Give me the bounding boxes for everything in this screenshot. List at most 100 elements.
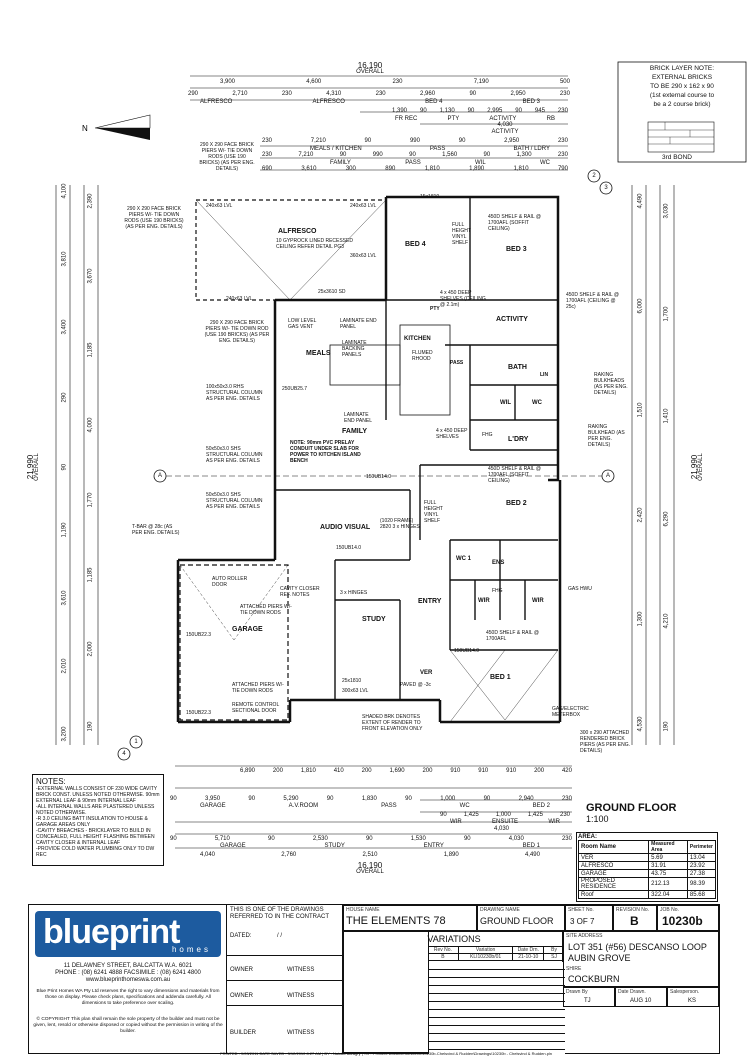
owner-label: OWNER [230, 993, 253, 999]
dim-value: 910 [506, 768, 517, 774]
room-entry: ENTRY [418, 598, 442, 605]
dim-value: 16,190 [357, 61, 383, 70]
note-shaded-render: SHADED BRK DENOTES EXTENT OF RENDER TO F… [362, 714, 423, 732]
dim-label: ALFRESCO [312, 99, 345, 105]
dim-label: WC [539, 160, 550, 166]
dim-value: 90 [419, 108, 427, 114]
dim-value: 290 [188, 91, 199, 97]
bottom-dim-row5-labels: GARAGE STUDY ENTRY BED 1 [220, 843, 540, 850]
note-laminate-end-1: LAMINATE END PANEL [340, 318, 377, 330]
top-dim-row2: 3,900 4,600 230 7,190 500 [190, 79, 570, 86]
note-remote-control: REMOTE CONTROL SECTIONAL DOOR [232, 702, 280, 714]
drawn-value: TJ [584, 998, 591, 1004]
note-frame: (1020 FRAME) 2820 3 x HINGES [380, 518, 420, 530]
dim-value: 230 [262, 152, 273, 158]
note-brick-piers-left: 290 X 290 FACE BRICK PIERS W/- TIE DOWN … [124, 206, 184, 230]
dim-value: 4,030 [508, 836, 524, 842]
top-dim-row4: 1,390 90 1,130 90 2,995 90 945 230 [392, 108, 568, 115]
job-number: 10230b [662, 914, 703, 928]
note-gyprock: 10 GYPROCK LINED RECESSED CEILING REFER … [276, 238, 353, 250]
dim-value: 1,810 [513, 166, 529, 172]
dim-value: 1,810 [424, 166, 440, 172]
room-ldry: L'DRY [508, 436, 529, 443]
salesperson-value: KS [688, 998, 697, 1004]
dated-label: DATED: [230, 933, 252, 939]
note-shelves-3: 450D SHELF & RAIL @ 1700AFL (CEILING @ 2… [566, 292, 619, 310]
bottom-overall-dim: 16,190 OVERALL [340, 862, 400, 876]
logo-panel: blueprint homes 11 DELAWNEY STREET, BALC… [29, 905, 227, 1053]
area-table: Room Name Measured Area Perimeter VER 5.… [577, 840, 717, 899]
dim-value: 3,200 [61, 726, 68, 742]
dim-value: 690 [262, 166, 273, 172]
brick-bond-label: 3rd BOND [662, 154, 692, 161]
dim-value: 21,990 [26, 454, 35, 480]
dim-value: 1,510 [637, 402, 644, 418]
dim-value: 190 [87, 721, 94, 732]
dim-value: 910 [478, 768, 489, 774]
bottom-dim-row2: 90 3,950 90 5,290 90 1,830 90 1,000 90 2… [170, 796, 572, 803]
note-gas-hwu: GAS HWU [568, 586, 592, 592]
area-cell: 212.13 [648, 877, 688, 891]
area-cell: 322.04 [648, 890, 688, 899]
variations-title: VARIATIONS [427, 934, 481, 944]
dim-value: 7,210 [298, 152, 314, 158]
dim-value: 90 [467, 108, 475, 114]
brick-note-line: be a 2 course brick) [653, 101, 711, 108]
dim-value: 990 [409, 138, 420, 144]
dim-label: WIR [450, 819, 462, 825]
dim-value: 990 [372, 152, 383, 158]
lintel-label: 300x63 LVL [342, 688, 369, 694]
right-dims-col: 4,490 6,000 1,510 2,420 1,300 4,530 [636, 193, 646, 731]
dim-value: 4,490 [637, 193, 644, 209]
shire-value: COCKBURN [568, 974, 620, 984]
section-marker-a-right: A [605, 473, 610, 479]
note-shelves-2: 4 x 450 DEEP SHELVES (CEILING @ 2.1m) [440, 290, 486, 308]
brick-note-line: EXTERNAL BRICKS [651, 74, 713, 81]
dim-value: 90 [463, 836, 471, 842]
area-cell: 5.69 [648, 853, 688, 862]
area-cell: 23.92 [686, 861, 717, 870]
variations-header-row: Rev No. Variation Date Drn. By [428, 946, 564, 954]
dim-value: 90 [515, 108, 522, 114]
site-line-2: AUBIN GROVE [568, 953, 631, 963]
dim-value: 2,010 [61, 658, 68, 674]
lintel-label: 150UB14.0 [366, 474, 392, 480]
dim-label: PTY [447, 116, 460, 122]
dim-label: WIR [548, 819, 560, 825]
bottom-dim-row1: 6,890 200 1,810 410 200 1,690 200 910 91… [240, 768, 572, 775]
dim-value: 230 [561, 836, 572, 842]
note-rhs-column: 100x50x3.0 RHS STRUCTURAL COLUMN AS PER … [206, 384, 263, 402]
section-marker-3: 3 [604, 185, 608, 191]
note-meterbox: GAS/ELECTRIC METERBOX [552, 706, 589, 718]
area-title: AREA: [578, 834, 597, 840]
var-header: Rev No. [428, 947, 459, 953]
dim-value: 1,425 [527, 812, 543, 818]
dim-label: GARAGE [200, 803, 226, 809]
dim-value: 4,490 [524, 852, 540, 858]
dim-value: 230 [557, 152, 568, 158]
house-name-cell: HOUSE NAME THE ELEMENTS 78 [343, 905, 477, 931]
date-drawn-value: AUG 10 [630, 998, 652, 1004]
room-bed3: BED 3 [506, 246, 527, 253]
room-activity: ACTIVITY [496, 316, 528, 323]
dim-value: 1,770 [87, 492, 94, 508]
area-cell: GARAGE [577, 869, 650, 878]
house-name-label: HOUSE NAME [346, 907, 380, 913]
witness-label: WITNESS [287, 1030, 315, 1036]
note-shs-column-2: 50x50x3.0 SHS STRUCTURAL COLUMN AS PER E… [206, 492, 263, 510]
notes-item: -ALL INTERNAL WALLS ARE PLASTERED UNLESS… [36, 804, 155, 816]
copyright: © COPYRIGHT This plan shall remain the s… [33, 1017, 223, 1034]
note-full-height-1: FULL HEIGHT VINYL SHELF [452, 222, 471, 246]
dim-value: 90 [170, 796, 177, 802]
notes-item: -EXTERNAL WALLS CONSIST OF 230 WIDE CAVI… [36, 786, 160, 804]
dim-value: 4,030 [497, 122, 513, 128]
dim-value: 7,210 [310, 138, 326, 144]
dim-value: 90 [483, 796, 491, 802]
dim-value: 1,890 [469, 166, 485, 172]
note-fhg-2: FHG [492, 588, 503, 594]
room-bed4: BED 4 [405, 241, 426, 248]
dim-label: ACTIVITY [489, 116, 517, 122]
dim-value: 790 [557, 166, 568, 172]
section-marker-a-left: A [157, 473, 162, 479]
dim-value: 90 [365, 836, 373, 842]
